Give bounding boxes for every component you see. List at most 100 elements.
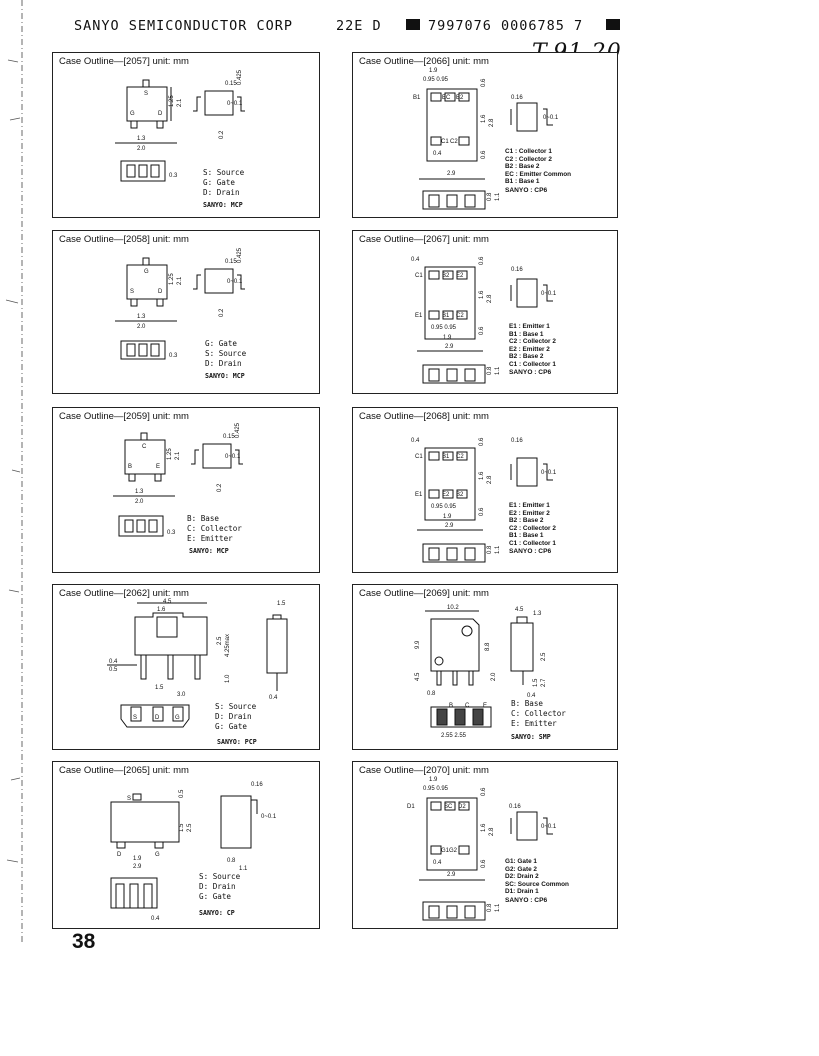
- outline-box-2066: Case Outline—[2066] unit: mm 1.9 0.95 0.…: [352, 52, 618, 218]
- svg-text:0.3: 0.3: [169, 173, 178, 179]
- svg-text:0.2: 0.2: [219, 308, 225, 317]
- smp-drawing: 10.2 9.9 8.8 4.5 2.0 0.8 4.5 1.3 2.5 1.5…: [415, 605, 547, 699]
- svg-text:2.0: 2.0: [135, 499, 144, 505]
- svg-text:C: C: [142, 444, 147, 450]
- svg-text:B: B: [449, 703, 453, 709]
- svg-text:2.55 2.55: 2.55 2.55: [441, 733, 467, 739]
- outline-title: Case Outline—[2058] unit: mm: [59, 234, 189, 245]
- svg-text:1.5: 1.5: [155, 685, 164, 691]
- svg-text:0.16: 0.16: [509, 804, 521, 810]
- svg-text:2.0: 2.0: [491, 672, 497, 681]
- svg-text:D: D: [158, 111, 163, 117]
- svg-text:1.3: 1.3: [135, 489, 144, 495]
- svg-text:0.3: 0.3: [169, 353, 178, 359]
- svg-text:2.5: 2.5: [541, 652, 547, 661]
- svg-text:D: D: [155, 715, 160, 721]
- svg-text:1.1: 1.1: [495, 192, 501, 201]
- svg-text:0.4: 0.4: [433, 151, 442, 157]
- svg-text:0.15: 0.15: [225, 259, 237, 265]
- svg-text:0.5: 0.5: [179, 789, 185, 798]
- svg-text:0.6: 0.6: [481, 150, 487, 159]
- svg-text:2.1: 2.1: [177, 276, 183, 285]
- svg-text:E2: E2: [456, 273, 464, 279]
- svg-text:0~0.1: 0~0.1: [261, 814, 277, 820]
- outline-title: Case Outline—[2067] unit: mm: [359, 234, 489, 245]
- svg-text:S: S: [144, 91, 148, 97]
- cp-side-view: 0.4: [110, 877, 160, 922]
- svg-text:S: S: [127, 796, 131, 802]
- svg-text:1.0: 1.0: [225, 674, 231, 683]
- svg-text:2.0: 2.0: [137, 146, 146, 152]
- svg-text:B2: B2: [456, 95, 464, 101]
- svg-text:0~0.1: 0~0.1: [541, 470, 557, 476]
- outline-box-2057: Case Outline—[2057] unit: mm G D S 1.3 2…: [52, 52, 320, 218]
- svg-text:B2: B2: [456, 492, 464, 498]
- svg-text:G: G: [175, 715, 180, 721]
- svg-text:1.6: 1.6: [481, 114, 487, 123]
- svg-text:1.1: 1.1: [495, 366, 501, 375]
- svg-text:0.8: 0.8: [487, 366, 493, 375]
- svg-text:2.8: 2.8: [489, 827, 495, 836]
- cp6-drawing: 1.9 0.95 0.95 D1 SC D2 G1 G2 0.4 2.9 0.6…: [407, 777, 557, 881]
- svg-text:0.8: 0.8: [487, 903, 493, 912]
- outline-title: Case Outline—[2066] unit: mm: [359, 56, 489, 67]
- svg-text:0.95 0.95: 0.95 0.95: [423, 786, 449, 792]
- svg-text:4.5: 4.5: [415, 672, 421, 681]
- package-name: SANYO: MCP: [189, 547, 229, 555]
- svg-text:G: G: [130, 111, 135, 117]
- svg-text:E1: E1: [415, 492, 423, 498]
- outline-title: Case Outline—[2059] unit: mm: [59, 411, 189, 422]
- svg-text:D: D: [117, 852, 122, 858]
- svg-text:10.2: 10.2: [447, 605, 459, 611]
- smp-bottom-view: B C E 2.55 2.55: [430, 703, 492, 739]
- svg-text:0~0.1: 0~0.1: [541, 824, 557, 830]
- svg-text:0.6: 0.6: [479, 437, 485, 446]
- svg-text:B2: B2: [442, 273, 450, 279]
- cp6-drawing: 0.4 C1 B2 E2 E1 B1 C2 0.95 0.95 1.9 2.9 …: [411, 256, 557, 352]
- svg-text:E: E: [156, 464, 160, 470]
- svg-text:0.4: 0.4: [269, 695, 278, 701]
- svg-text:1.6: 1.6: [479, 290, 485, 299]
- cp6-drawing: 0.4 C1 B1 C2 E1 E2 B2 0.95 0.95 1.9 2.9 …: [411, 437, 557, 531]
- mcp-drawing: S D G 1.3 2.0 1.25 2.1 0.15 0.425 0~0.1 …: [115, 247, 245, 360]
- svg-text:2.9: 2.9: [133, 864, 142, 870]
- pcp-drawing: 4.5 1.6 0.4 0.5 1.5 3.0 2.5 4.25max 1.0 …: [107, 599, 288, 701]
- cp-drawing: S D G 0.5 1.5 2.5 1.9 2.9 0.16 0~0.1 0.8…: [110, 782, 277, 872]
- svg-text:1.6: 1.6: [157, 607, 166, 613]
- package-name: SANYO : CP6: [509, 548, 552, 555]
- svg-text:C2: C2: [450, 139, 458, 145]
- svg-text:E: E: [483, 703, 487, 709]
- cp6-side-view: 0.8 1.1: [422, 543, 501, 563]
- svg-text:D2: D2: [458, 804, 466, 810]
- svg-text:4.5: 4.5: [515, 607, 524, 613]
- svg-text:0.4: 0.4: [527, 693, 536, 699]
- svg-text:1.3: 1.3: [137, 314, 146, 320]
- company-name: SANYO SEMICONDUCTOR CORP: [74, 18, 294, 34]
- svg-text:0~0.1: 0~0.1: [227, 101, 243, 107]
- svg-text:3.0: 3.0: [177, 692, 186, 698]
- svg-text:1.6: 1.6: [479, 471, 485, 480]
- svg-text:2.8: 2.8: [487, 475, 493, 484]
- package-name: SANYO: PCP: [217, 738, 257, 746]
- svg-text:2.8: 2.8: [487, 294, 493, 303]
- package-name: SANYO: CP: [199, 909, 235, 917]
- svg-text:2.0: 2.0: [137, 324, 146, 330]
- svg-text:G: G: [155, 852, 160, 858]
- svg-text:0.8: 0.8: [427, 691, 436, 697]
- outline-title: Case Outline—[2070] unit: mm: [359, 765, 489, 776]
- svg-text:0.425: 0.425: [237, 69, 243, 85]
- svg-text:E1: E1: [415, 313, 423, 319]
- package-name: SANYO: MCP: [203, 201, 243, 209]
- svg-text:0.4: 0.4: [411, 257, 420, 263]
- svg-text:D1: D1: [407, 804, 415, 810]
- scan-edge-marks: [5, 0, 23, 945]
- package-name: SANYO : CP6: [505, 897, 548, 904]
- svg-text:2.9: 2.9: [445, 523, 454, 529]
- outline-title: Case Outline—[2068] unit: mm: [359, 411, 489, 422]
- svg-text:0~0.1: 0~0.1: [543, 115, 559, 121]
- outline-box-2069: Case Outline—[2069] unit: mm 10.2 9.9 8.…: [352, 584, 618, 750]
